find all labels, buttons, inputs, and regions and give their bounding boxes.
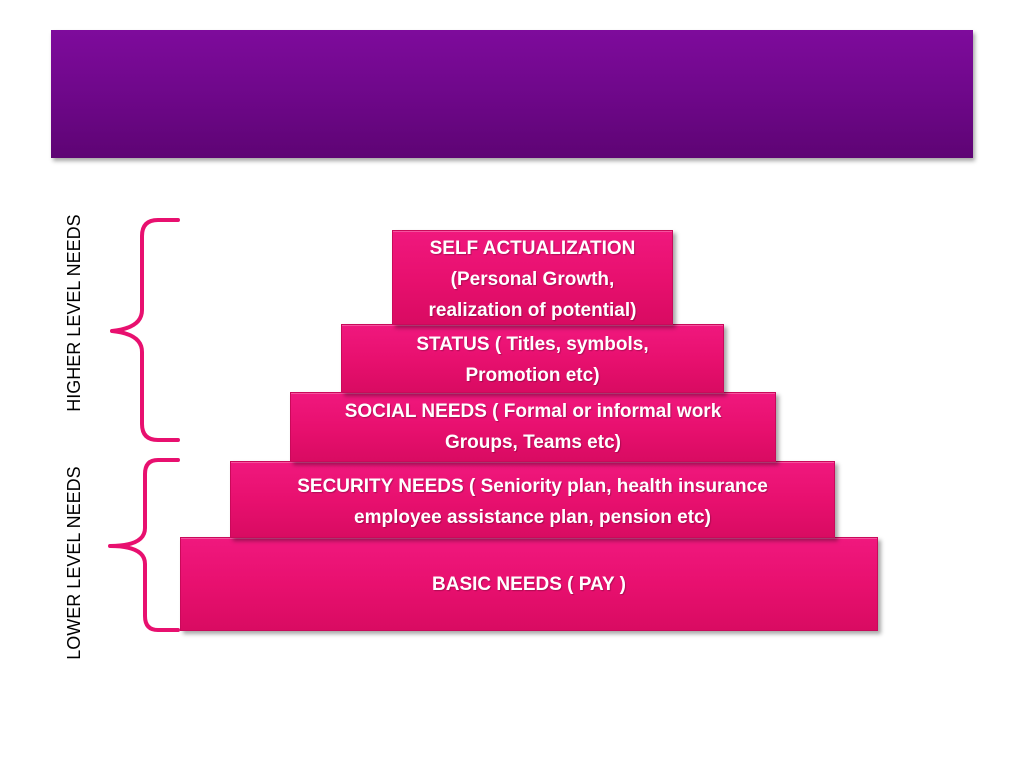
security-needs-line1: SECURITY NEEDS ( Seniority plan, health … [297,476,768,497]
self-actualization-line1: SELF ACTUALIZATION [429,238,636,259]
social-needs-line1: SOCIAL NEEDS ( Formal or informal work [344,401,722,422]
brace-group [108,218,180,632]
self-actualization-line3: realization of potential) [428,300,637,321]
higher-level-needs-label: HIGHER LEVEL NEEDS [64,214,84,412]
lower-needs-brace [108,458,180,632]
status-line1: STATUS ( Titles, symbols, [416,334,649,355]
self-actualization-line2: (Personal Growth, [450,269,615,290]
pyramid-step-social-needs: SOCIAL NEEDS ( Formal or informal work G… [290,392,776,462]
pyramid-step-status: STATUS ( Titles, symbols, Promotion etc) [341,324,724,393]
pyramid-step-self-actualization: SELF ACTUALIZATION (Personal Growth, rea… [392,230,673,325]
higher-needs-brace [110,218,180,442]
status-line2: Promotion etc) [465,365,600,386]
security-needs-line2: employee assistance plan, pension etc) [354,507,711,528]
pyramid-step-basic-needs: BASIC NEEDS ( PAY ) [180,537,878,631]
social-needs-line2: Groups, Teams etc) [445,432,621,453]
pyramid-step-security-needs: SECURITY NEEDS ( Seniority plan, health … [230,461,835,538]
title-banner [51,30,973,158]
lower-level-needs-label: LOWER LEVEL NEEDS [64,466,84,660]
basic-needs-text: BASIC NEEDS ( PAY ) [432,574,626,595]
